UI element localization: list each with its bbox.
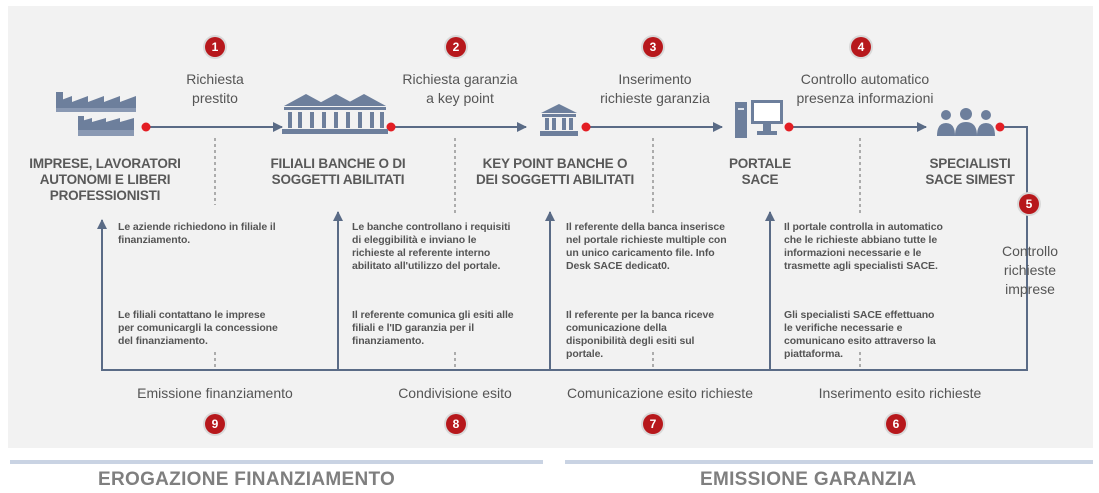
- step-badge-4: 4: [851, 37, 871, 57]
- footer-bar-right: [565, 460, 1093, 464]
- step-label-8: Condivisione esito: [398, 385, 512, 401]
- step-badge-2: 2: [446, 37, 466, 57]
- step-label-6: Inserimento esito richieste: [818, 385, 982, 401]
- step-badge-1: 1: [205, 37, 225, 57]
- return-line: [97, 126, 1028, 371]
- section-title-emissione: EMISSIONE GARANZIA: [700, 469, 917, 490]
- footer-bar-left: [10, 460, 543, 464]
- step-badge-7: 7: [643, 414, 663, 434]
- step-badge-5: 5: [1019, 194, 1039, 214]
- factory-icon: [56, 92, 136, 136]
- step-label-7: Comunicazione esito richieste: [567, 385, 753, 401]
- section-title-erogazione: EROGAZIONE FINANZIAMENTO: [98, 469, 396, 490]
- bank-icon: [540, 104, 578, 136]
- step-badge-8: 8: [446, 414, 466, 434]
- step-badge-9: 9: [205, 414, 225, 434]
- bank-branches-icon: [282, 94, 388, 134]
- step-badge-6: 6: [886, 414, 906, 434]
- people-icon: [937, 108, 995, 136]
- step-badge-3: 3: [643, 37, 663, 57]
- step-label-9: Emissione finanziamento: [137, 385, 293, 401]
- computer-icon: [735, 100, 783, 138]
